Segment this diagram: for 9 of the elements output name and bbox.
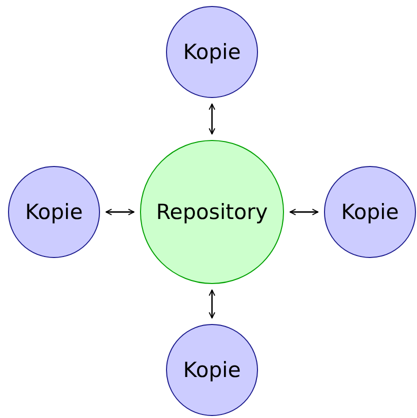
double-arrow: [208, 290, 216, 318]
node-label: Kopie: [341, 200, 399, 224]
node-label: Kopie: [25, 200, 83, 224]
node-label: Repository: [156, 200, 268, 224]
node-label: Kopie: [183, 358, 241, 382]
node-label: Kopie: [183, 40, 241, 64]
double-arrow: [106, 208, 134, 216]
double-arrow: [208, 104, 216, 134]
double-arrow: [290, 208, 318, 216]
